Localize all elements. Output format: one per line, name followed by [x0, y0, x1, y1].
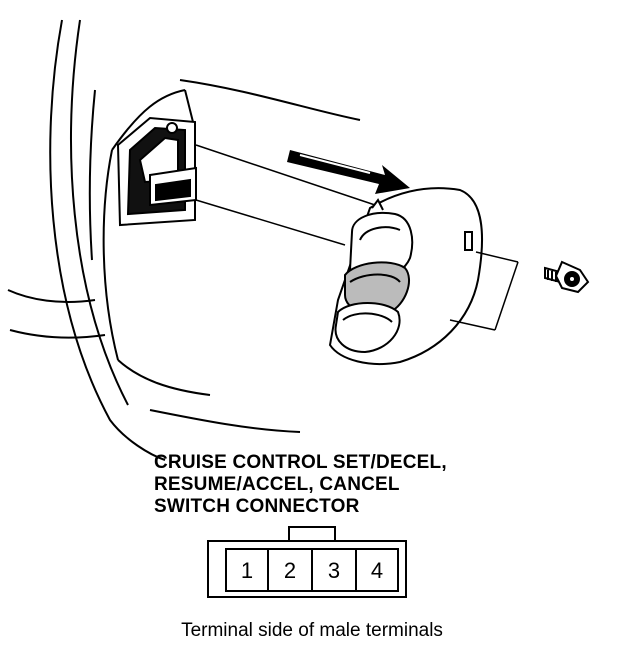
caption-line: RESUME/ACCEL, CANCEL — [154, 474, 400, 495]
connector-caption: CRUISE CONTROL SET/DECEL, RESUME/ACCEL, … — [154, 452, 447, 518]
pin-label: 4 — [371, 558, 383, 583]
caption-line: CRUISE CONTROL SET/DECEL, — [154, 452, 447, 473]
connector-pin-labels: 1 2 3 4 — [241, 558, 383, 583]
screw-bracket — [449, 251, 519, 331]
hub-connector — [116, 116, 197, 227]
screw-icon — [544, 260, 590, 294]
connector-face — [207, 526, 407, 598]
switch-assembly — [328, 187, 483, 366]
direction-arrow — [287, 150, 410, 194]
caption-line: SWITCH CONNECTOR — [154, 496, 360, 517]
terminal-side-label: Terminal side of male terminals — [181, 620, 443, 641]
leader-lines — [195, 144, 376, 246]
pin-label: 3 — [328, 558, 340, 583]
pin-label: 2 — [284, 558, 296, 583]
steering-wheel — [7, 19, 361, 461]
pin-label: 1 — [241, 558, 253, 583]
